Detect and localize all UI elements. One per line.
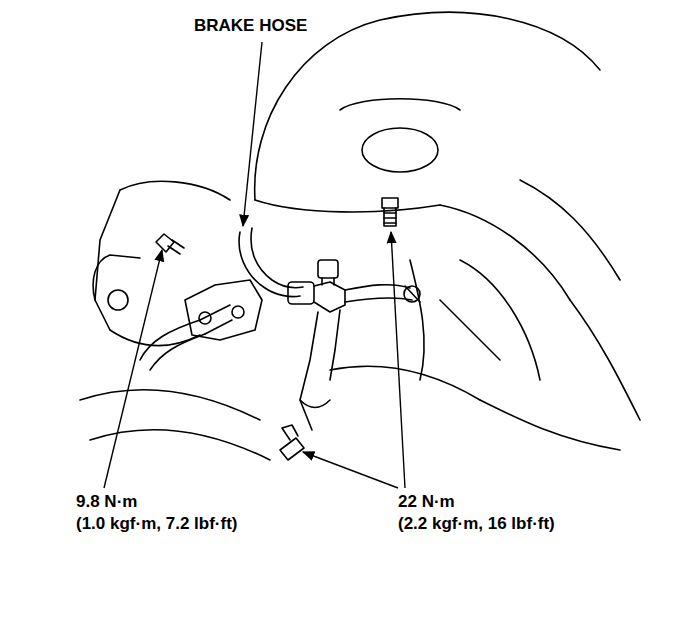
part-label: BRAKE HOSE	[192, 16, 309, 36]
torque-value: 22 N·m	[396, 492, 457, 512]
torque-conversion: (1.0 kgf·m, 7.2 lbf·ft)	[74, 514, 240, 534]
torque-value: 9.8 N·m	[74, 492, 139, 512]
torque-conversion: (2.2 kgf·m, 16 lbf·ft)	[396, 514, 557, 534]
